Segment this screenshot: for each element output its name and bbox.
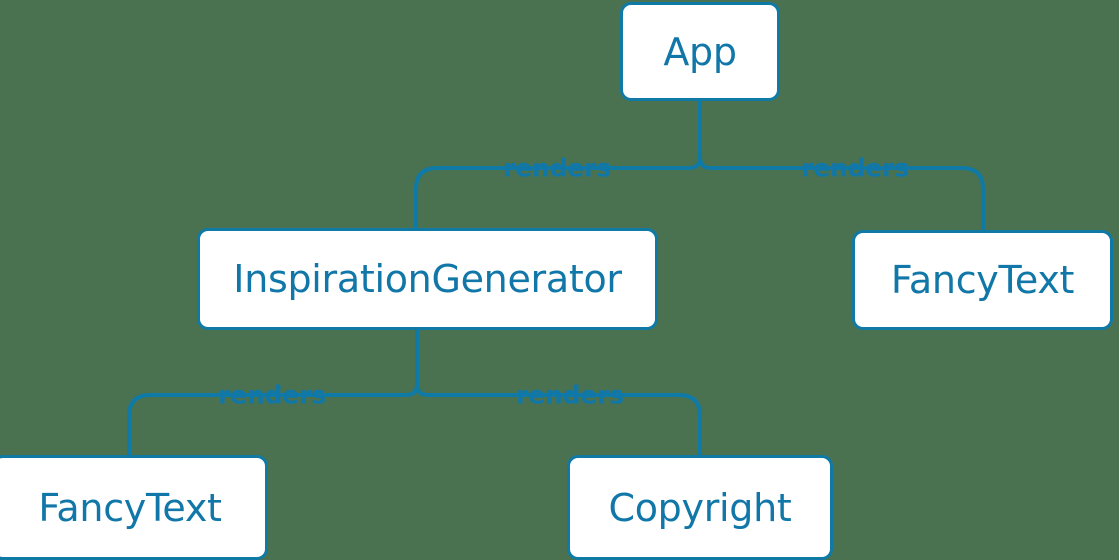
- edge-inspirationgenerator-to-copyright: [415, 328, 702, 457]
- node-fancytext-right[interactable]: FancyText: [852, 230, 1113, 330]
- node-fancytext-left-label: FancyText: [38, 485, 222, 530]
- node-app-label: App: [663, 29, 737, 74]
- node-app[interactable]: App: [620, 2, 780, 101]
- node-inspirationgenerator[interactable]: InspirationGenerator: [197, 228, 658, 330]
- node-fancytext-right-label: FancyText: [890, 258, 1075, 302]
- edge-label-inspirationgenerator-copyright: renders: [516, 380, 624, 410]
- node-copyright-label: Copyright: [608, 485, 792, 530]
- edge-label-app-fancytext-right: renders: [801, 153, 909, 183]
- node-inspirationgenerator-label: InspirationGenerator: [233, 257, 622, 301]
- edge-label-app-inspirationgenerator: renders: [503, 153, 611, 183]
- node-copyright[interactable]: Copyright: [567, 455, 833, 560]
- edge-app-to-fancytext-right: [698, 99, 985, 232]
- node-fancytext-left[interactable]: FancyText: [0, 455, 268, 560]
- edge-label-inspirationgenerator-fancytext-left: renders: [218, 380, 326, 410]
